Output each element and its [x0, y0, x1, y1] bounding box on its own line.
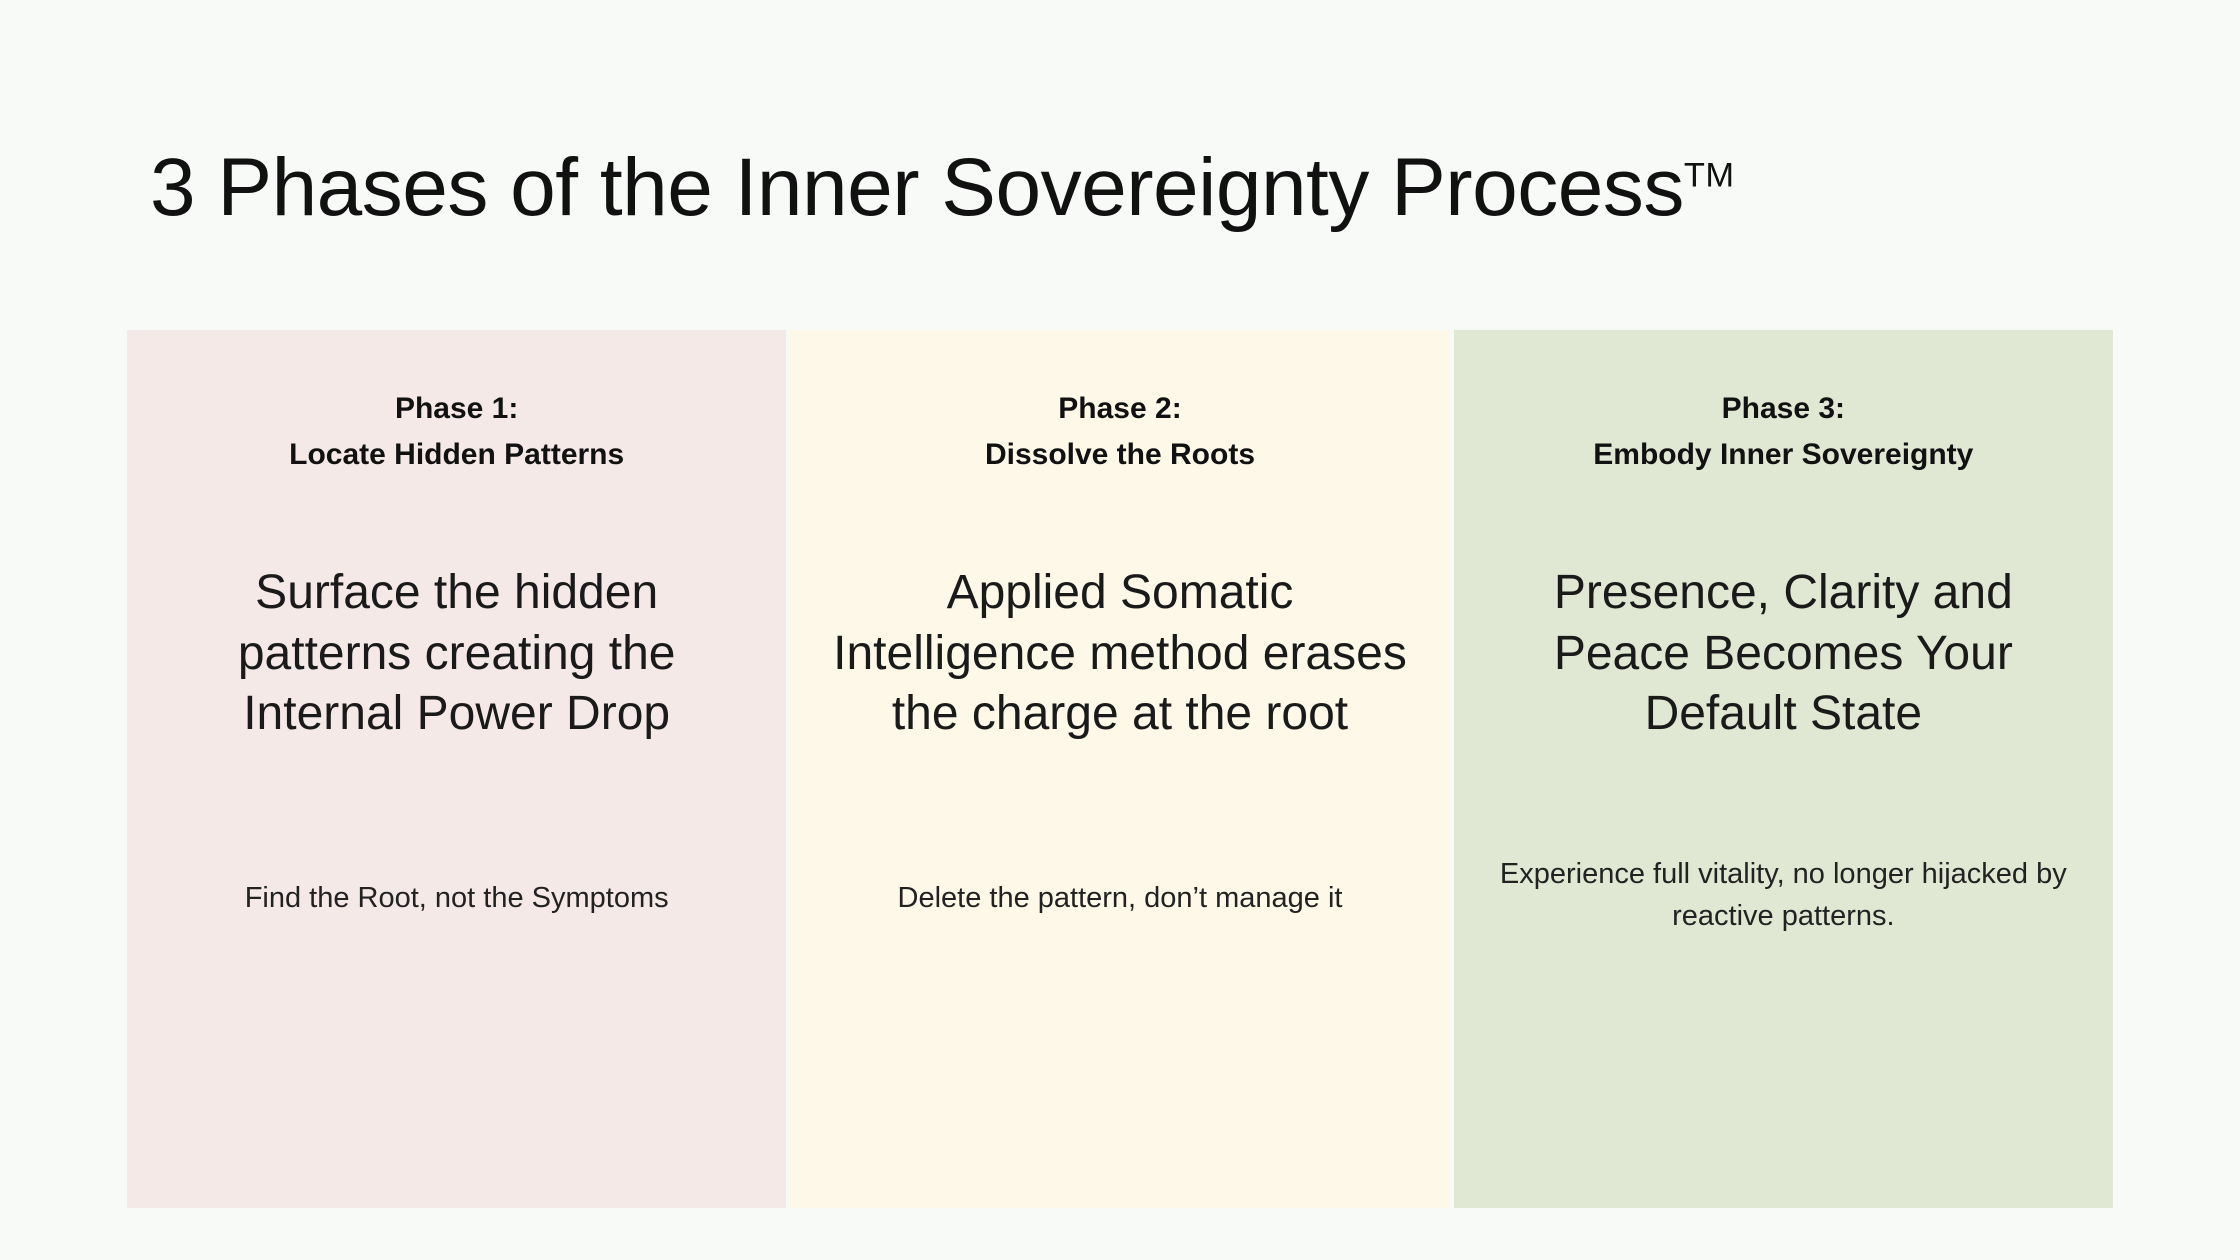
- phase-card-1: Phase 1: Locate Hidden Patterns Surface …: [127, 330, 787, 1208]
- phase-card-2: Phase 2: Dissolve the Roots Applied Soma…: [790, 330, 1450, 1208]
- phase-card-2-name: Dissolve the Roots: [984, 437, 1256, 471]
- phase-card-1-body: Surface the hidden patterns creating the…: [237, 566, 676, 741]
- page-title: 3 Phases of the Inner Sovereignty Proces…: [150, 146, 2110, 229]
- trademark-superscript: TM: [1683, 156, 1735, 195]
- phase-cards-row: Phase 1: Locate Hidden Patterns Surface …: [127, 330, 2113, 1208]
- phase-card-3-name: Embody Inner Sovereignty: [1593, 437, 1974, 471]
- phase-card-1-name: Locate Hidden Patterns: [289, 437, 625, 471]
- phase-card-3: Phase 3: Embody Inner Sovereignty Presen…: [1453, 330, 2113, 1208]
- phase-card-1-caption: Find the Root, not the Symptoms: [244, 881, 669, 914]
- phase-card-1-label: Phase 1:: [394, 392, 519, 425]
- phase-card-1-heading: Phase 1: Locate Hidden Patterns: [289, 386, 624, 477]
- page-title-text: 3 Phases of the Inner Sovereignty Proces…: [150, 141, 1684, 233]
- phase-card-3-label: Phase 3:: [1721, 392, 1846, 425]
- phase-card-2-label: Phase 2:: [1058, 392, 1182, 425]
- phase-card-2-caption: Delete the pattern, don’t manage it: [897, 881, 1343, 914]
- phase-card-3-heading: Phase 3: Embody Inner Sovereignty: [1593, 386, 1973, 477]
- phase-card-2-heading: Phase 2: Dissolve the Roots: [985, 386, 1255, 477]
- phase-card-3-body: Presence, Clarity and Peace Becomes Your…: [1553, 566, 2013, 741]
- phase-card-2-body: Applied Somatic Intelligence method eras…: [833, 566, 1407, 741]
- phase-card-3-caption: Experience full vitality, no longer hija…: [1499, 857, 2067, 932]
